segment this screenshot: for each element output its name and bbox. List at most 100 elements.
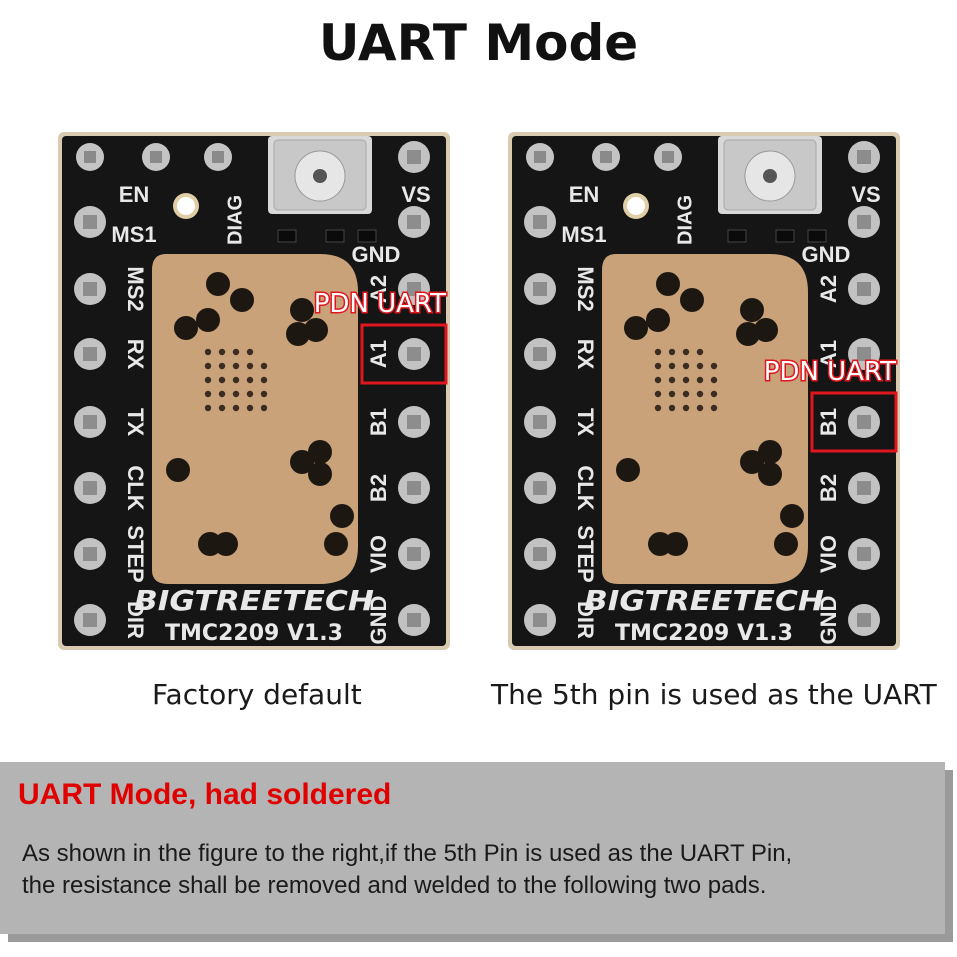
right-pin-label: A2 xyxy=(366,275,391,303)
right-pin xyxy=(857,547,871,561)
pad-via xyxy=(668,390,676,398)
pad-via-cluster xyxy=(740,298,764,322)
highlight-label: PDN UART xyxy=(764,357,896,387)
pad-via xyxy=(710,390,718,398)
pad-via-cluster xyxy=(616,458,640,482)
pad-via xyxy=(696,390,704,398)
right-pin-label: A1 xyxy=(366,340,391,368)
mounting-hole xyxy=(177,197,195,215)
potentiometer-screw xyxy=(313,169,327,183)
note-title: UART Mode, had soldered xyxy=(18,778,392,811)
left-pin-label: RX xyxy=(123,339,148,370)
diag-label: DIAG xyxy=(224,195,246,245)
pad-via xyxy=(232,404,240,412)
header-pin xyxy=(212,151,224,163)
pad-via xyxy=(246,404,254,412)
pad-via xyxy=(204,390,212,398)
driver-board-graphic: ENMS1MS2RXTXCLKSTEPDIRVSGNDA2A1B1B2VIOGN… xyxy=(508,132,900,650)
left-pin xyxy=(83,215,97,229)
right-pin-label: B1 xyxy=(366,408,391,436)
pad-via xyxy=(654,390,662,398)
potentiometer-screw xyxy=(763,169,777,183)
pad-via xyxy=(668,404,676,412)
right-pin xyxy=(407,547,421,561)
pad-via xyxy=(682,376,690,384)
smd-part xyxy=(807,229,827,243)
left-pin xyxy=(533,215,547,229)
left-pin xyxy=(533,282,547,296)
pad-via xyxy=(246,390,254,398)
right-pin xyxy=(857,347,871,361)
pad-via-cluster xyxy=(774,532,798,556)
highlight-box xyxy=(810,391,898,453)
note-line-2: the resistance shall be removed and weld… xyxy=(22,872,767,899)
pad-via xyxy=(682,362,690,370)
right-pin-label: GND xyxy=(366,596,391,645)
header-pin xyxy=(600,151,612,163)
pad-via-cluster xyxy=(648,532,672,556)
highlight-box xyxy=(360,323,448,385)
right-pin-label: B2 xyxy=(366,474,391,502)
pad-via xyxy=(218,376,226,384)
pad-via xyxy=(696,348,704,356)
highlight-label: PDN UART xyxy=(314,289,446,319)
left-pin-label: MS1 xyxy=(111,222,156,247)
pad-via-cluster xyxy=(308,462,332,486)
right-pin xyxy=(857,415,871,429)
pad-via-cluster xyxy=(166,458,190,482)
pad-via-cluster xyxy=(330,504,354,528)
pad-via xyxy=(710,376,718,384)
right-pin xyxy=(407,415,421,429)
left-pin-label: TX xyxy=(573,408,598,436)
smd-part xyxy=(727,229,747,243)
left-pin xyxy=(533,347,547,361)
pad-via-cluster xyxy=(754,318,778,342)
pad-via-cluster xyxy=(624,316,648,340)
pad-via xyxy=(232,348,240,356)
header-pin xyxy=(150,151,162,163)
pad-via xyxy=(246,362,254,370)
right-pin-label: VIO xyxy=(816,535,841,573)
pad-via-cluster xyxy=(758,440,782,464)
note-box: UART Mode, had soldered As shown in the … xyxy=(0,762,945,934)
pad-via-cluster xyxy=(174,316,198,340)
pad-via-cluster xyxy=(230,288,254,312)
brand-label: BIGTREETECH xyxy=(584,584,824,617)
pad-via xyxy=(218,404,226,412)
pad-via xyxy=(218,390,226,398)
right-pin-label: B1 xyxy=(816,408,841,436)
pad-via xyxy=(696,404,704,412)
pad-via xyxy=(654,376,662,384)
caption-factory-default: Factory default xyxy=(152,678,362,711)
left-pin-label: CLK xyxy=(573,465,598,510)
left-pin-label: STEP xyxy=(573,525,598,582)
header-pin xyxy=(84,151,96,163)
pad-via xyxy=(654,362,662,370)
pad-via xyxy=(218,362,226,370)
pad-via-cluster xyxy=(656,272,680,296)
pad-via xyxy=(204,404,212,412)
driver-board-graphic: ENMS1MS2RXTXCLKSTEPDIRVSGNDA2A1B1B2VIOGN… xyxy=(58,132,450,650)
left-pin-label: MS1 xyxy=(561,222,606,247)
right-pin xyxy=(407,481,421,495)
pad-via xyxy=(710,404,718,412)
pad-via xyxy=(218,348,226,356)
right-pin xyxy=(857,613,871,627)
pad-via xyxy=(260,376,268,384)
pad-via-cluster xyxy=(780,504,804,528)
left-pin xyxy=(533,481,547,495)
left-pin-label: CLK xyxy=(123,465,148,510)
right-pin xyxy=(857,282,871,296)
left-pin xyxy=(83,547,97,561)
model-label: TMC2209 V1.3 xyxy=(165,621,343,646)
right-pin-label: VS xyxy=(401,182,430,207)
right-pin xyxy=(407,613,421,627)
pad-via-cluster xyxy=(290,450,314,474)
pad-via xyxy=(204,362,212,370)
pad-via xyxy=(260,404,268,412)
smd-part xyxy=(325,229,345,243)
left-pin-label: DIR xyxy=(123,601,148,639)
right-pin xyxy=(857,481,871,495)
left-pin xyxy=(83,282,97,296)
